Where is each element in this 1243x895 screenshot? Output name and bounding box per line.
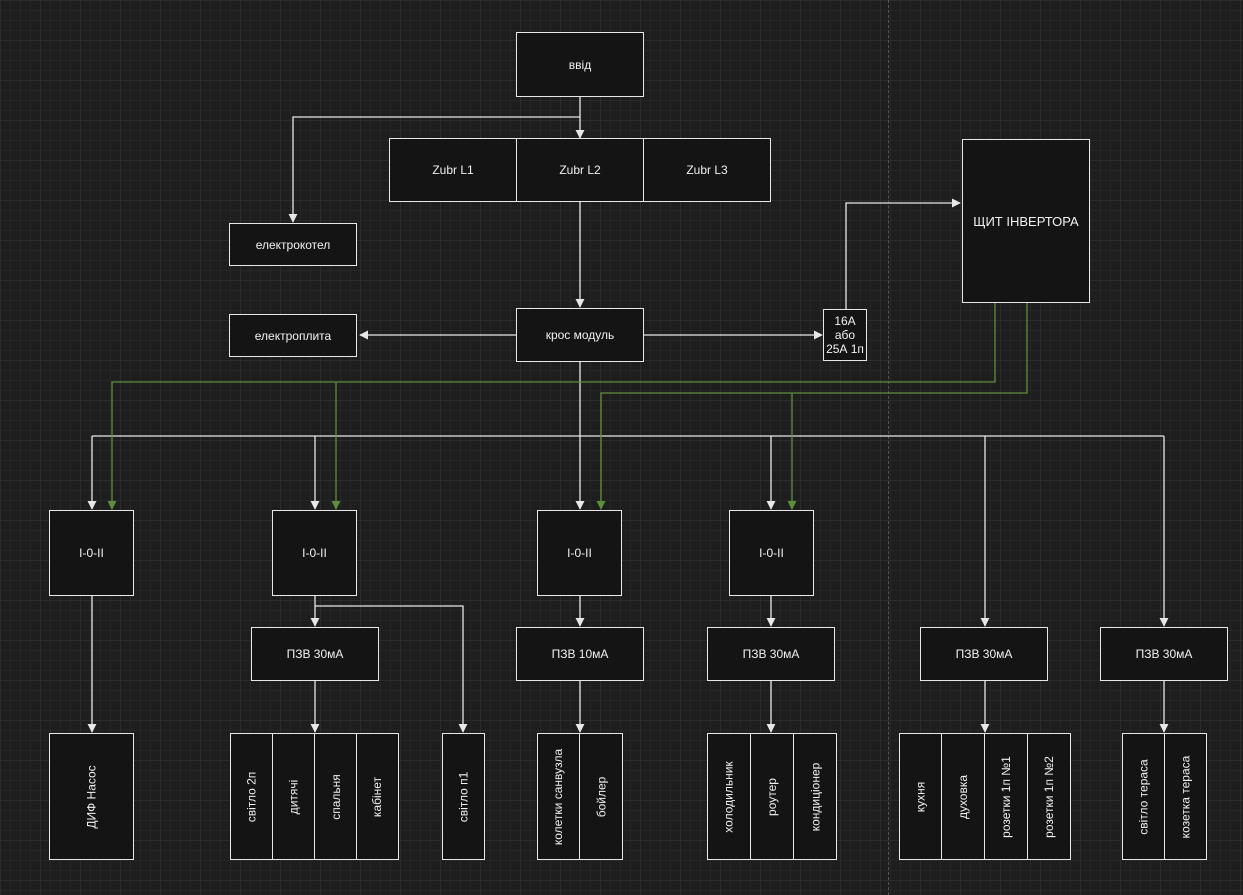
load-group-1: світло 2п дитячі спальня кабінет <box>230 733 399 860</box>
changeover-switch-1[interactable]: І-0-ІІ <box>49 510 134 596</box>
load-group-3: холодильник роутер кондиціонер <box>707 733 837 860</box>
rcd-3-label: ПЗВ 30мА <box>742 647 800 661</box>
load-outlets-1[interactable]: розетки 1п №1 <box>984 733 1028 860</box>
load-terrace-light-label: світло тераса <box>1136 758 1151 835</box>
switch-4-label: І-0-ІІ <box>759 546 784 560</box>
load-oven-label: духовка <box>956 774 971 819</box>
load-air-conditioner-label: кондиціонер <box>808 762 823 831</box>
load-childrens-label: дитячі <box>286 779 301 814</box>
pump-label: ДИФ Насос <box>84 764 99 829</box>
electric-stove-label: електроплита <box>254 328 332 343</box>
rcd-5-label: ПЗВ 30мА <box>1135 647 1193 661</box>
load-kitchen-label: кухня <box>913 781 928 812</box>
load-light-1p[interactable]: світло п1 <box>442 733 485 860</box>
zubr-l2-label: Zubr L2 <box>559 163 601 177</box>
electric-boiler-label: електрокотел <box>255 237 331 252</box>
electric-boiler-box[interactable]: електрокотел <box>229 223 357 266</box>
zubr-l1-label: Zubr L1 <box>432 163 474 177</box>
load-water-heater-label: бойлер <box>593 776 608 817</box>
zubr-l3-box[interactable]: Zubr L3 <box>643 138 771 202</box>
load-childrens[interactable]: дитячі <box>272 733 315 860</box>
load-bathroom-outlets[interactable]: колетки санвузла <box>537 733 580 860</box>
load-router[interactable]: роутер <box>750 733 794 860</box>
cross-module-box[interactable]: крос модуль <box>516 308 644 362</box>
load-outlets-2-label: розетки 1п №2 <box>1042 755 1057 838</box>
pump-box[interactable]: ДИФ Насос <box>49 733 134 860</box>
load-group-4: кухня духовка розетки 1п №1 розетки 1п №… <box>899 733 1071 860</box>
rcd-4-label: ПЗВ 30мА <box>955 647 1013 661</box>
rcd-2-box[interactable]: ПЗВ 10мА <box>516 627 644 681</box>
changeover-switch-2[interactable]: І-0-ІІ <box>272 510 357 596</box>
cross-module-label: крос модуль <box>545 328 615 342</box>
load-bathroom-outlets-label: колетки санвузла <box>551 748 566 845</box>
zubr-l1-box[interactable]: Zubr L1 <box>389 138 517 202</box>
rcd-4-box[interactable]: ПЗВ 30мА <box>920 627 1048 681</box>
breaker-line-2: або <box>834 328 856 342</box>
inverter-panel-box[interactable]: ЩИТ ІНВЕРТОРА <box>962 139 1090 303</box>
load-group-5: світло тераса козетка тераса <box>1122 733 1207 860</box>
load-bedroom[interactable]: спальня <box>314 733 357 860</box>
load-outlets-1-label: розетки 1п №1 <box>999 755 1014 838</box>
load-light-2p-label: світло 2п <box>244 771 259 822</box>
rcd-1-label: ПЗВ 30мА <box>286 647 344 661</box>
switch-1-label: І-0-ІІ <box>79 546 104 560</box>
page-divider-guide <box>888 0 889 895</box>
load-kitchen[interactable]: кухня <box>899 733 942 860</box>
changeover-switch-4[interactable]: І-0-ІІ <box>729 510 814 596</box>
electric-stove-box[interactable]: електроплита <box>229 314 357 357</box>
load-terrace-outlet[interactable]: козетка тераса <box>1164 733 1207 860</box>
breaker-box[interactable]: 16А або 25А 1п <box>823 309 867 361</box>
load-light-2p[interactable]: світло 2п <box>230 733 273 860</box>
switch-2-label: І-0-ІІ <box>302 546 327 560</box>
zubr-l2-box[interactable]: Zubr L2 <box>516 138 644 202</box>
load-fridge[interactable]: холодильник <box>707 733 751 860</box>
rcd-5-box[interactable]: ПЗВ 30мА <box>1100 627 1228 681</box>
rcd-2-label: ПЗВ 10мА <box>551 647 609 661</box>
switch-3-label: І-0-ІІ <box>567 546 592 560</box>
load-office[interactable]: кабінет <box>356 733 399 860</box>
inverter-panel-label: ЩИТ ІНВЕРТОРА <box>973 213 1079 229</box>
load-water-heater[interactable]: бойлер <box>579 733 623 860</box>
load-group-2: колетки санвузла бойлер <box>537 733 623 860</box>
zubr-l3-label: Zubr L3 <box>686 163 728 177</box>
input-label: ввід <box>568 57 592 72</box>
rcd-3-box[interactable]: ПЗВ 30мА <box>707 627 835 681</box>
zubr-relay-group: Zubr L1 Zubr L2 Zubr L3 <box>389 138 771 202</box>
load-terrace-outlet-label: козетка тераса <box>1178 755 1193 838</box>
load-office-label: кабінет <box>370 776 385 817</box>
breaker-line-3: 25А 1п <box>826 342 864 356</box>
load-oven[interactable]: духовка <box>941 733 985 860</box>
input-box[interactable]: ввід <box>516 32 644 97</box>
load-bedroom-label: спальня <box>328 773 343 820</box>
load-terrace-light[interactable]: світло тераса <box>1122 733 1165 860</box>
load-light-1p-label: світло п1 <box>456 771 471 822</box>
rcd-1-box[interactable]: ПЗВ 30мА <box>251 627 379 681</box>
load-air-conditioner[interactable]: кондиціонер <box>793 733 837 860</box>
changeover-switch-3[interactable]: І-0-ІІ <box>537 510 622 596</box>
load-router-label: роутер <box>764 777 779 816</box>
breaker-line-1: 16А <box>834 314 856 328</box>
load-fridge-label: холодильник <box>722 760 736 833</box>
load-outlets-2[interactable]: розетки 1п №2 <box>1027 733 1071 860</box>
